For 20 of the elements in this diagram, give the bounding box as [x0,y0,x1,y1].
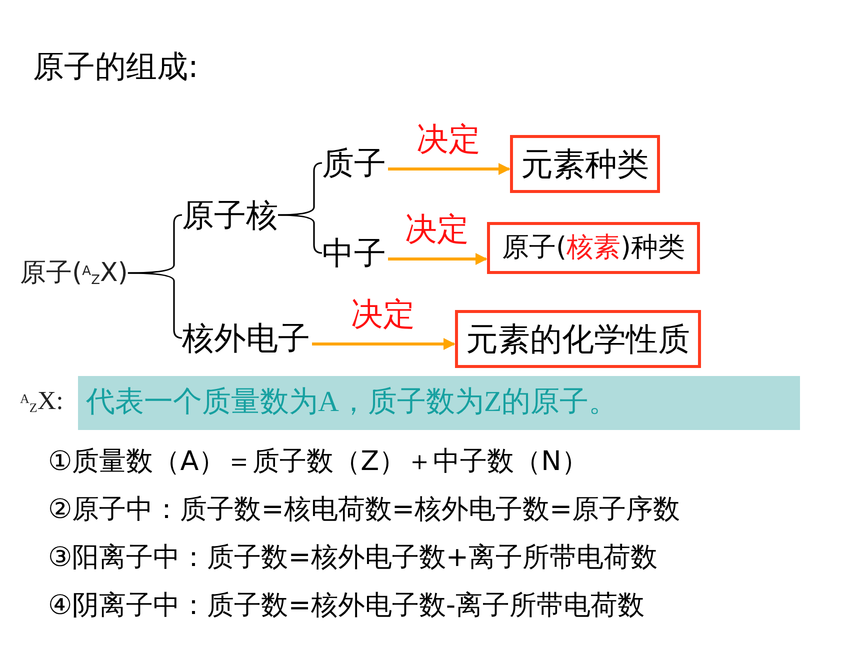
term-text: 中子 [322,233,386,273]
term-text: 质子 [322,143,386,183]
arrow [388,253,488,265]
note-text: ②原子中：质子数=核电荷数=核外电子数=原子序数 [48,494,680,526]
definition-band: 代表一个质量数为A，质子数为Z的原子。 [78,376,800,430]
term-text: 核外电子 [182,318,310,358]
result-box: 元素的化学性质 [455,310,701,368]
title: 原子的组成: [33,48,198,87]
edge-label: 决定 [405,209,469,249]
result-box: 元素种类 [510,135,660,193]
note-text: ①质量数（A）＝质子数（Z）＋中子数（N） [48,446,590,478]
note-text: ④阴离子中：质子数=核外电子数-离子所带电荷数 [48,590,646,622]
term-text: 原子($^{A}$$_{Z}$X) [20,256,128,290]
term-text: 原子核 [182,195,278,235]
result-box: 原子(核素)种类 [487,222,700,274]
edge-label: 决定 [416,119,480,159]
note-text: ③阳离子中：质子数=核外电子数+离子所带电荷数 [48,542,658,574]
arrow [312,338,456,350]
edge-label: 决定 [351,294,415,334]
arrow [388,163,510,175]
